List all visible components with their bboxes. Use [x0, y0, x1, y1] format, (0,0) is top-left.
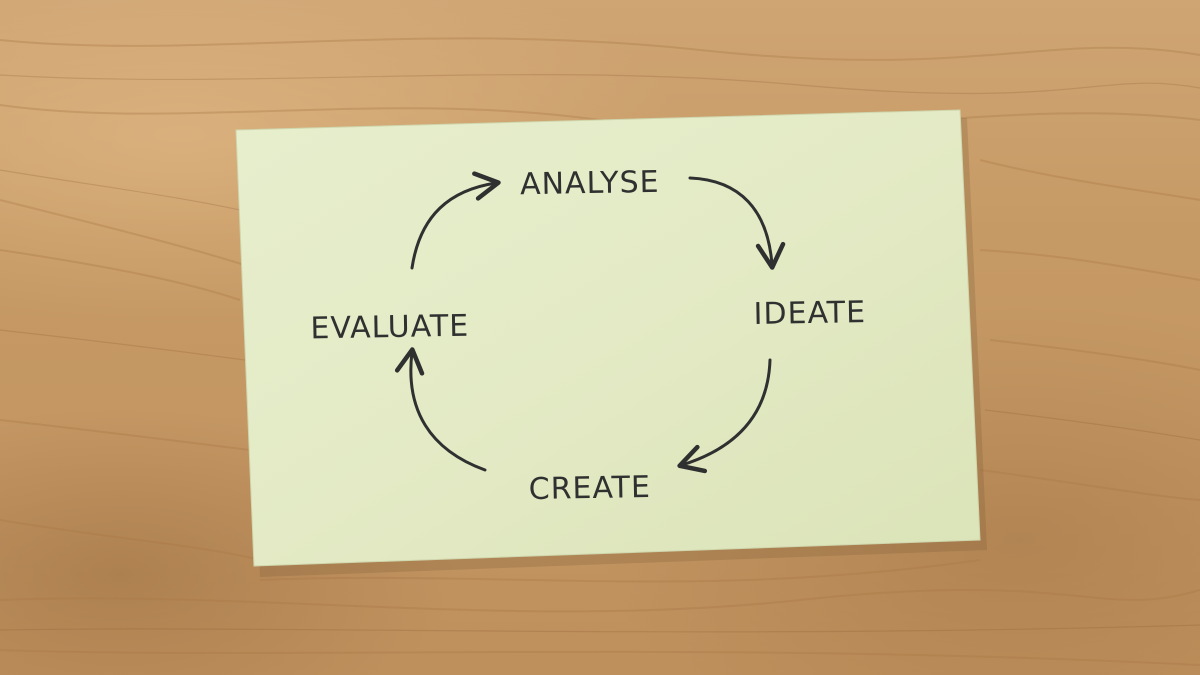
arrow-ideate-to-create [677, 358, 772, 474]
card-surface [235, 109, 981, 567]
stage-create-label: CREATE [528, 470, 651, 507]
arrow-analyse-to-ideate [688, 176, 786, 270]
arrow-create-to-evaluate [394, 347, 487, 472]
stage-analyse-label: ANALYSE [520, 165, 660, 202]
stage-ideate-label: IDEATE [753, 295, 866, 332]
stage-evaluate-label: EVALUATE [310, 309, 469, 347]
arrow-evaluate-to-analyse [410, 171, 501, 270]
